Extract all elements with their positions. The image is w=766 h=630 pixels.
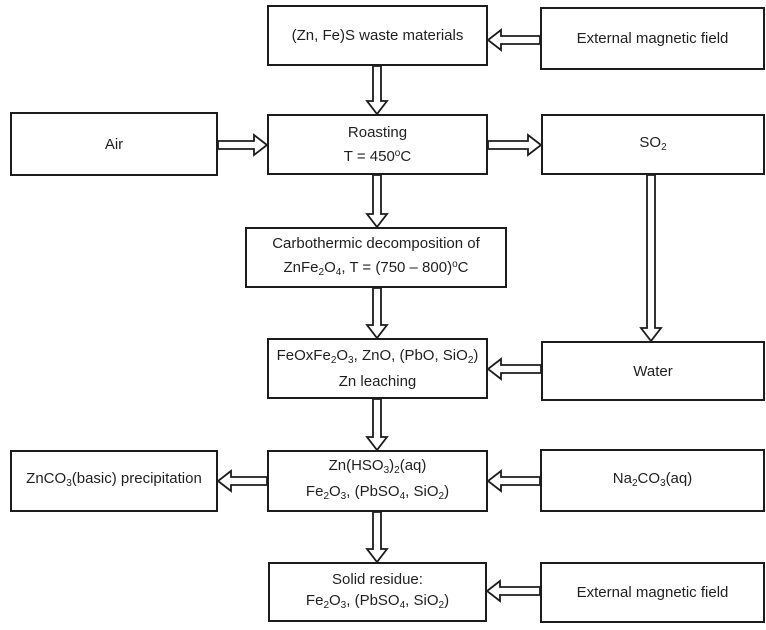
box-text: External magnetic field: [576, 30, 729, 47]
arrow-air-to-roasting: [217, 133, 269, 157]
box-text: Zn(HSO3)2(aq): [328, 457, 427, 476]
flow-box-carbothermic-decomposition: Carbothermic decomposition of ZnFe2O4, T…: [245, 227, 507, 288]
box-text: Solid residue:: [332, 570, 423, 588]
flow-box-solid-residue: Solid residue: Fe2O3, (PbSO4, SiO2): [268, 562, 487, 622]
box-text: Carbothermic decomposition of: [272, 234, 480, 252]
box-text: SO2: [639, 133, 667, 153]
box-text: Zn leaching: [338, 373, 417, 390]
flow-box-waste-materials: (Zn, Fe)S waste materials: [267, 5, 488, 66]
box-text: External magnetic field: [576, 584, 729, 601]
flow-box-leachate: Zn(HSO3)2(aq) Fe2O3, (PbSO4, SiO2): [267, 450, 488, 512]
box-text: T = 450oC: [343, 148, 412, 165]
flow-box-oxides-zn-leaching: FeOxFe2O3, ZnO, (PbO, SiO2) Zn leaching: [267, 338, 488, 399]
flow-box-external-magnetic-field-bottom: External magnetic field: [540, 562, 765, 623]
arrow-roasting-to-so2: [487, 133, 543, 157]
box-text: FeOxFe2O3, ZnO, (PbO, SiO2): [276, 347, 479, 366]
box-text: Fe2O3, (PbSO4, SiO2): [305, 591, 450, 611]
arrow-external-field-to-waste: [486, 28, 541, 52]
arrow-oxides-to-leachate: [365, 398, 389, 452]
arrow-carbothermic-to-oxides: [365, 287, 389, 340]
flow-box-water: Water: [541, 341, 765, 401]
flow-box-air: Air: [10, 112, 218, 176]
flow-box-roasting: Roasting T = 450oC: [267, 114, 488, 175]
flow-box-so2: SO2: [541, 114, 765, 175]
box-text: Water: [633, 362, 673, 380]
box-text: ZnFe2O4, T = (750 – 800)oC: [283, 258, 469, 278]
box-text: (Zn, Fe)S waste materials: [291, 27, 464, 44]
box-text: Fe2O3, (PbSO4, SiO2): [305, 483, 450, 502]
box-text: Roasting: [347, 124, 408, 141]
arrow-na2co3-to-leachate: [486, 469, 541, 493]
arrow-waste-to-roasting: [365, 65, 389, 116]
arrow-so2-to-water: [639, 174, 663, 343]
box-text: ZnCO3(basic) precipitation: [26, 470, 202, 489]
box-text: Na2CO3(aq): [612, 469, 693, 489]
flow-box-znco3-precipitation: ZnCO3(basic) precipitation: [10, 450, 218, 512]
box-text: Air: [104, 135, 124, 153]
arrow-external-field-to-residue: [485, 579, 541, 603]
flow-box-external-magnetic-field-top: External magnetic field: [540, 7, 765, 70]
arrow-water-to-oxides: [486, 357, 542, 381]
arrow-leachate-to-znco3: [216, 469, 268, 493]
arrow-leachate-to-residue: [365, 511, 389, 564]
flow-box-na2co3: Na2CO3(aq): [540, 449, 765, 512]
arrow-roasting-to-carbothermic: [365, 174, 389, 229]
